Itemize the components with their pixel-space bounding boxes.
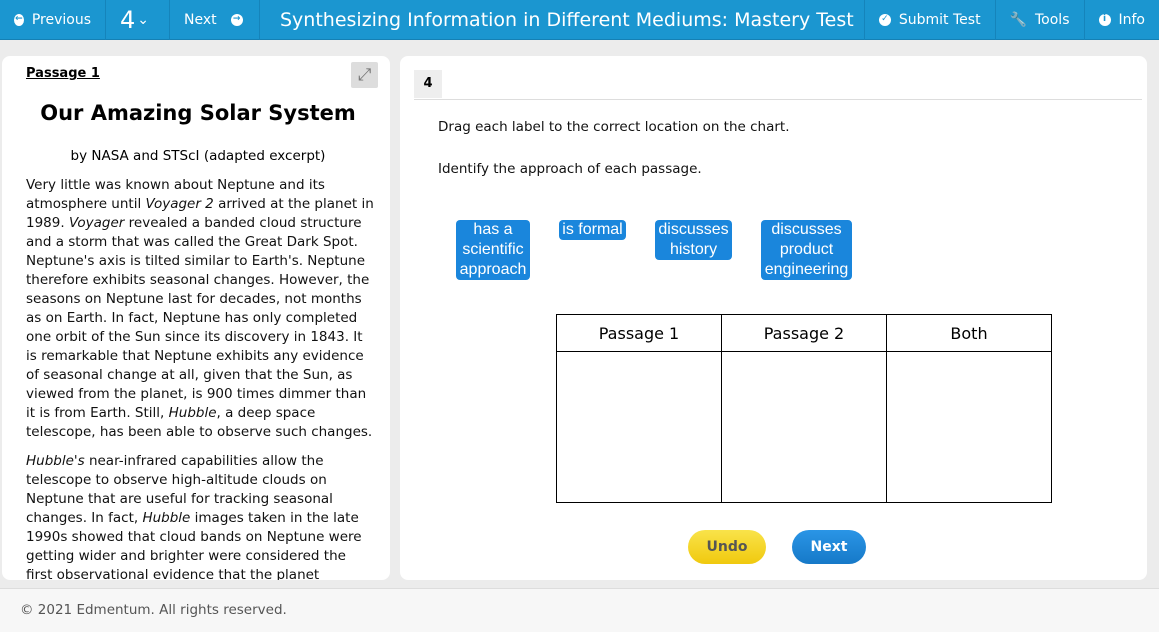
text-segment: , a deep space telescope, has been able … [26,405,373,440]
chevron-down-icon: ⌄ [137,11,150,28]
top-nav-bar: ← Previous 4⌄ Next → Synthesizing Informat… [0,0,1159,40]
next-label: Next [184,11,217,28]
passage-paragraph: Very little was known about Neptune and … [26,176,374,442]
next-question-button[interactable]: Next [792,530,866,564]
submit-label: Submit Test [898,11,981,28]
passage-label: Passage 1 [26,66,100,81]
question-number-badge: 4 [414,70,442,98]
passage-panel[interactable]: Passage 1 ⤢ Our Amazing Solar System by … [2,56,390,580]
text-segment: Very little was known about Neptune and … [26,177,325,212]
prompt-text: Identify the approach of each passage. [438,161,702,177]
next-button[interactable]: Next → [170,0,260,40]
expand-icon[interactable]: ⤢ [351,62,378,88]
divider [414,99,1142,100]
footer: © 2021 Edmentum. All rights reserved. [0,588,1159,632]
wrench-icon: 🔧 [1009,11,1027,28]
italic-text: Voyager 2 [145,196,214,212]
passage-title: Our Amazing Solar System [40,101,356,125]
italic-text: Hubble's [26,453,85,469]
column-header: Both [886,314,1052,352]
previous-button[interactable]: ← Previous [0,0,106,40]
drop-zone-passage-1[interactable] [556,351,722,503]
previous-label: Previous [31,11,91,28]
italic-text: Hubble [142,510,191,526]
instruction-text: Drag each label to the correct location … [438,119,790,135]
italic-text: Voyager [68,215,125,231]
check-circle-icon: ✓ [878,13,891,26]
drag-label[interactable]: discusses history [655,220,732,260]
drag-label[interactable]: discusses product engineering [761,220,852,280]
passage-paragraph: Hubble's near-infrared capabilities allo… [26,452,374,580]
text-segment: arrived at the planet in 1989. [26,196,374,231]
drag-label[interactable]: has a scientific approach [456,220,530,280]
undo-button[interactable]: Undo [688,530,766,564]
text-segment: images taken in the late 1990s showed th… [26,510,362,580]
text-segment: near-infrared capabilities allow the tel… [26,453,333,526]
tools-label: Tools [1035,11,1070,28]
arrow-right-icon: → [230,13,243,26]
question-number: 4 [120,5,136,34]
info-button[interactable]: i Info [1083,0,1159,40]
text-segment: revealed a banded cloud structure and a … [26,215,370,421]
passage-text: Very little was known about Neptune and … [26,176,374,580]
test-title: Synthesizing Information in Different Me… [280,8,854,31]
passage-byline: by NASA and STScI (adapted excerpt) [70,148,326,164]
info-icon: i [1098,13,1111,26]
question-panel: 4 Drag each label to the correct locatio… [400,56,1147,580]
drop-zone-both[interactable] [886,351,1052,503]
drag-label[interactable]: is formal [559,220,626,240]
info-label: Info [1118,11,1146,28]
arrow-left-icon: ← [14,13,24,26]
tools-button[interactable]: 🔧 Tools [994,0,1084,40]
column-header: Passage 1 [556,314,722,352]
column-header: Passage 2 [721,314,887,352]
question-selector[interactable]: 4⌄ [106,0,170,40]
drop-zone-passage-2[interactable] [721,351,887,503]
italic-text: Hubble [168,405,217,421]
submit-test-button[interactable]: ✓ Submit Test [863,0,995,40]
